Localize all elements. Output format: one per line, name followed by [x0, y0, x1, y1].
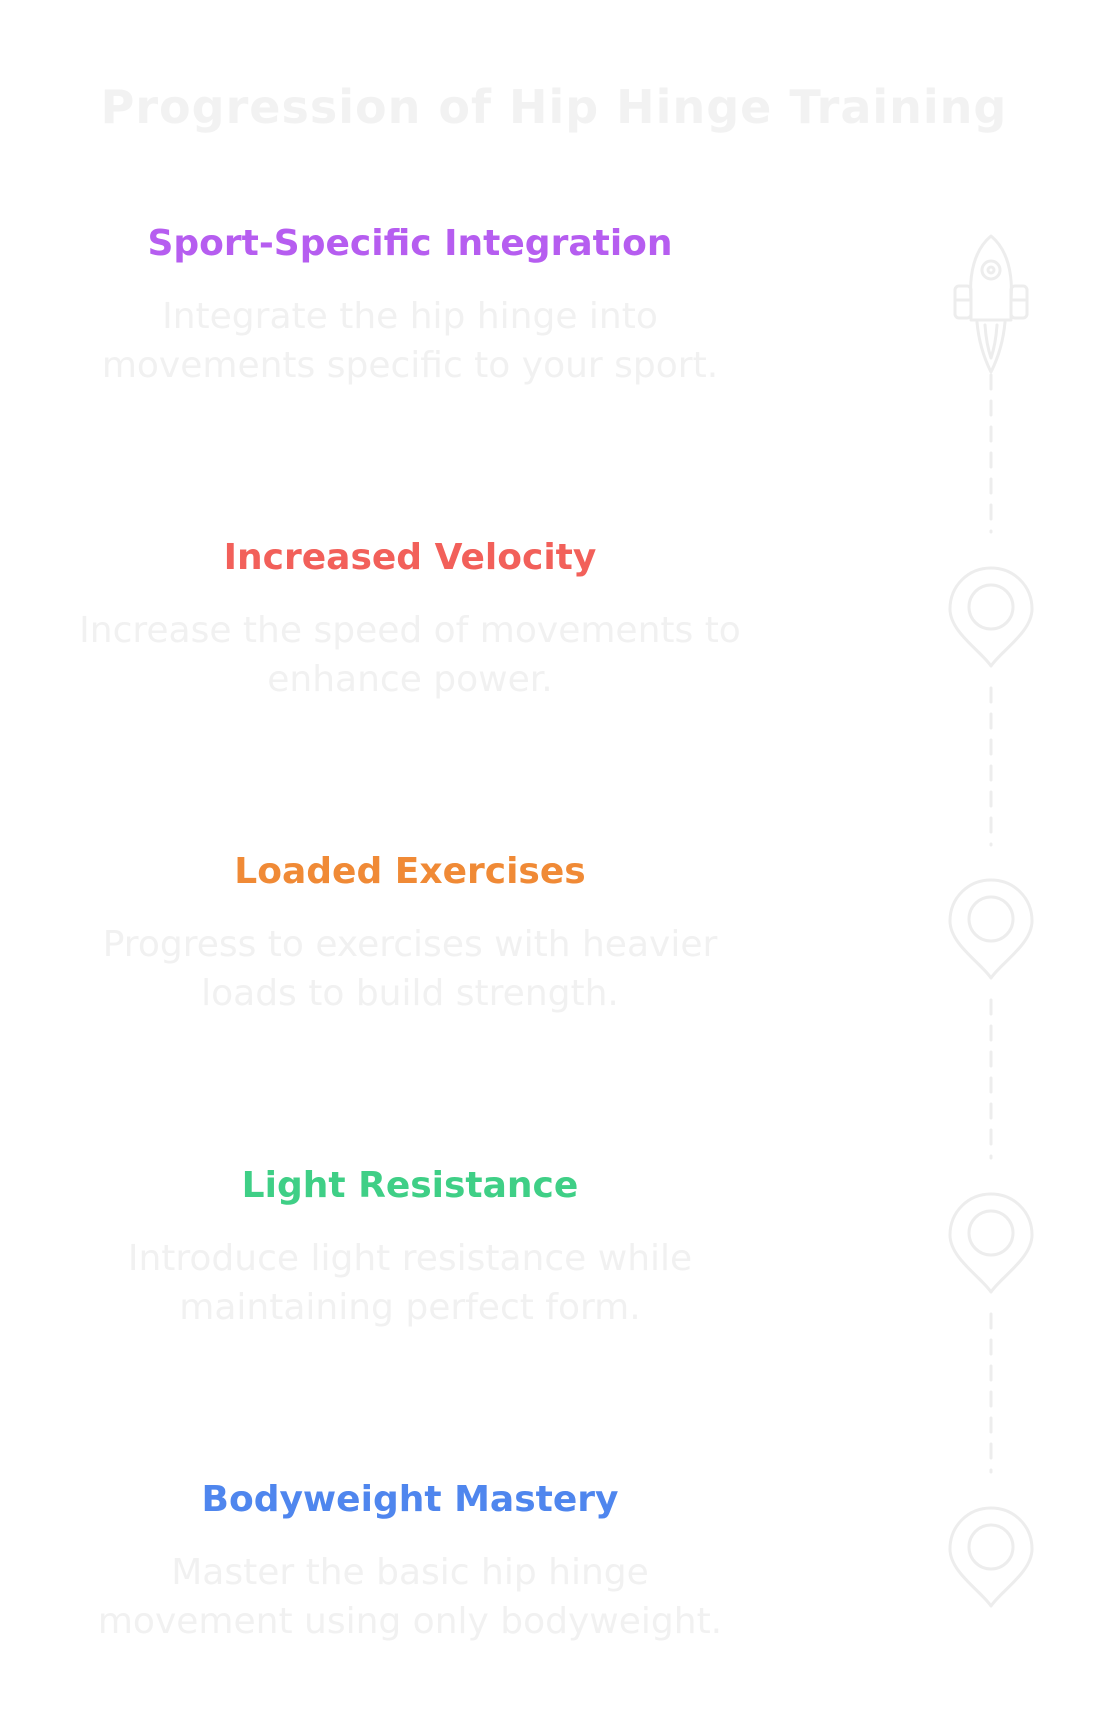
step-description: Progress to exercises with heavier loads…: [102, 924, 718, 1014]
location-pin-icon: [948, 566, 1034, 668]
step-title: Light Resistance: [241, 1165, 579, 1206]
location-pin-icon: [948, 1192, 1034, 1294]
rocket-icon: [953, 234, 1029, 374]
step-title: Increased Velocity: [223, 537, 597, 578]
step-description: Integrate the hip hinge into movements s…: [101, 296, 719, 386]
step-light-resistance: Light Resistance Introduce light resista…: [40, 1164, 780, 1332]
step-description: Introduce light resistance while maintai…: [127, 1238, 693, 1328]
step-loaded-exercises: Loaded Exercises Progress to exercises w…: [40, 850, 780, 1018]
step-title: Loaded Exercises: [234, 851, 586, 892]
step-bodyweight-mastery: Bodyweight Mastery Master the basic hip …: [40, 1478, 780, 1646]
location-pin-icon: [948, 878, 1034, 980]
step-title: Bodyweight Mastery: [201, 1479, 619, 1520]
step-increased-velocity: Increased Velocity Increase the speed of…: [40, 536, 780, 704]
step-sport-specific-integration: Sport-Specific Integration Integrate the…: [40, 222, 780, 390]
step-title: Sport-Specific Integration: [147, 223, 673, 264]
location-pin-icon: [948, 1506, 1034, 1608]
page-title: Progression of Hip Hinge Training: [100, 80, 1008, 134]
step-description: Master the basic hip hinge movement usin…: [97, 1552, 723, 1642]
step-description: Increase the speed of movements to enhan…: [79, 610, 741, 700]
